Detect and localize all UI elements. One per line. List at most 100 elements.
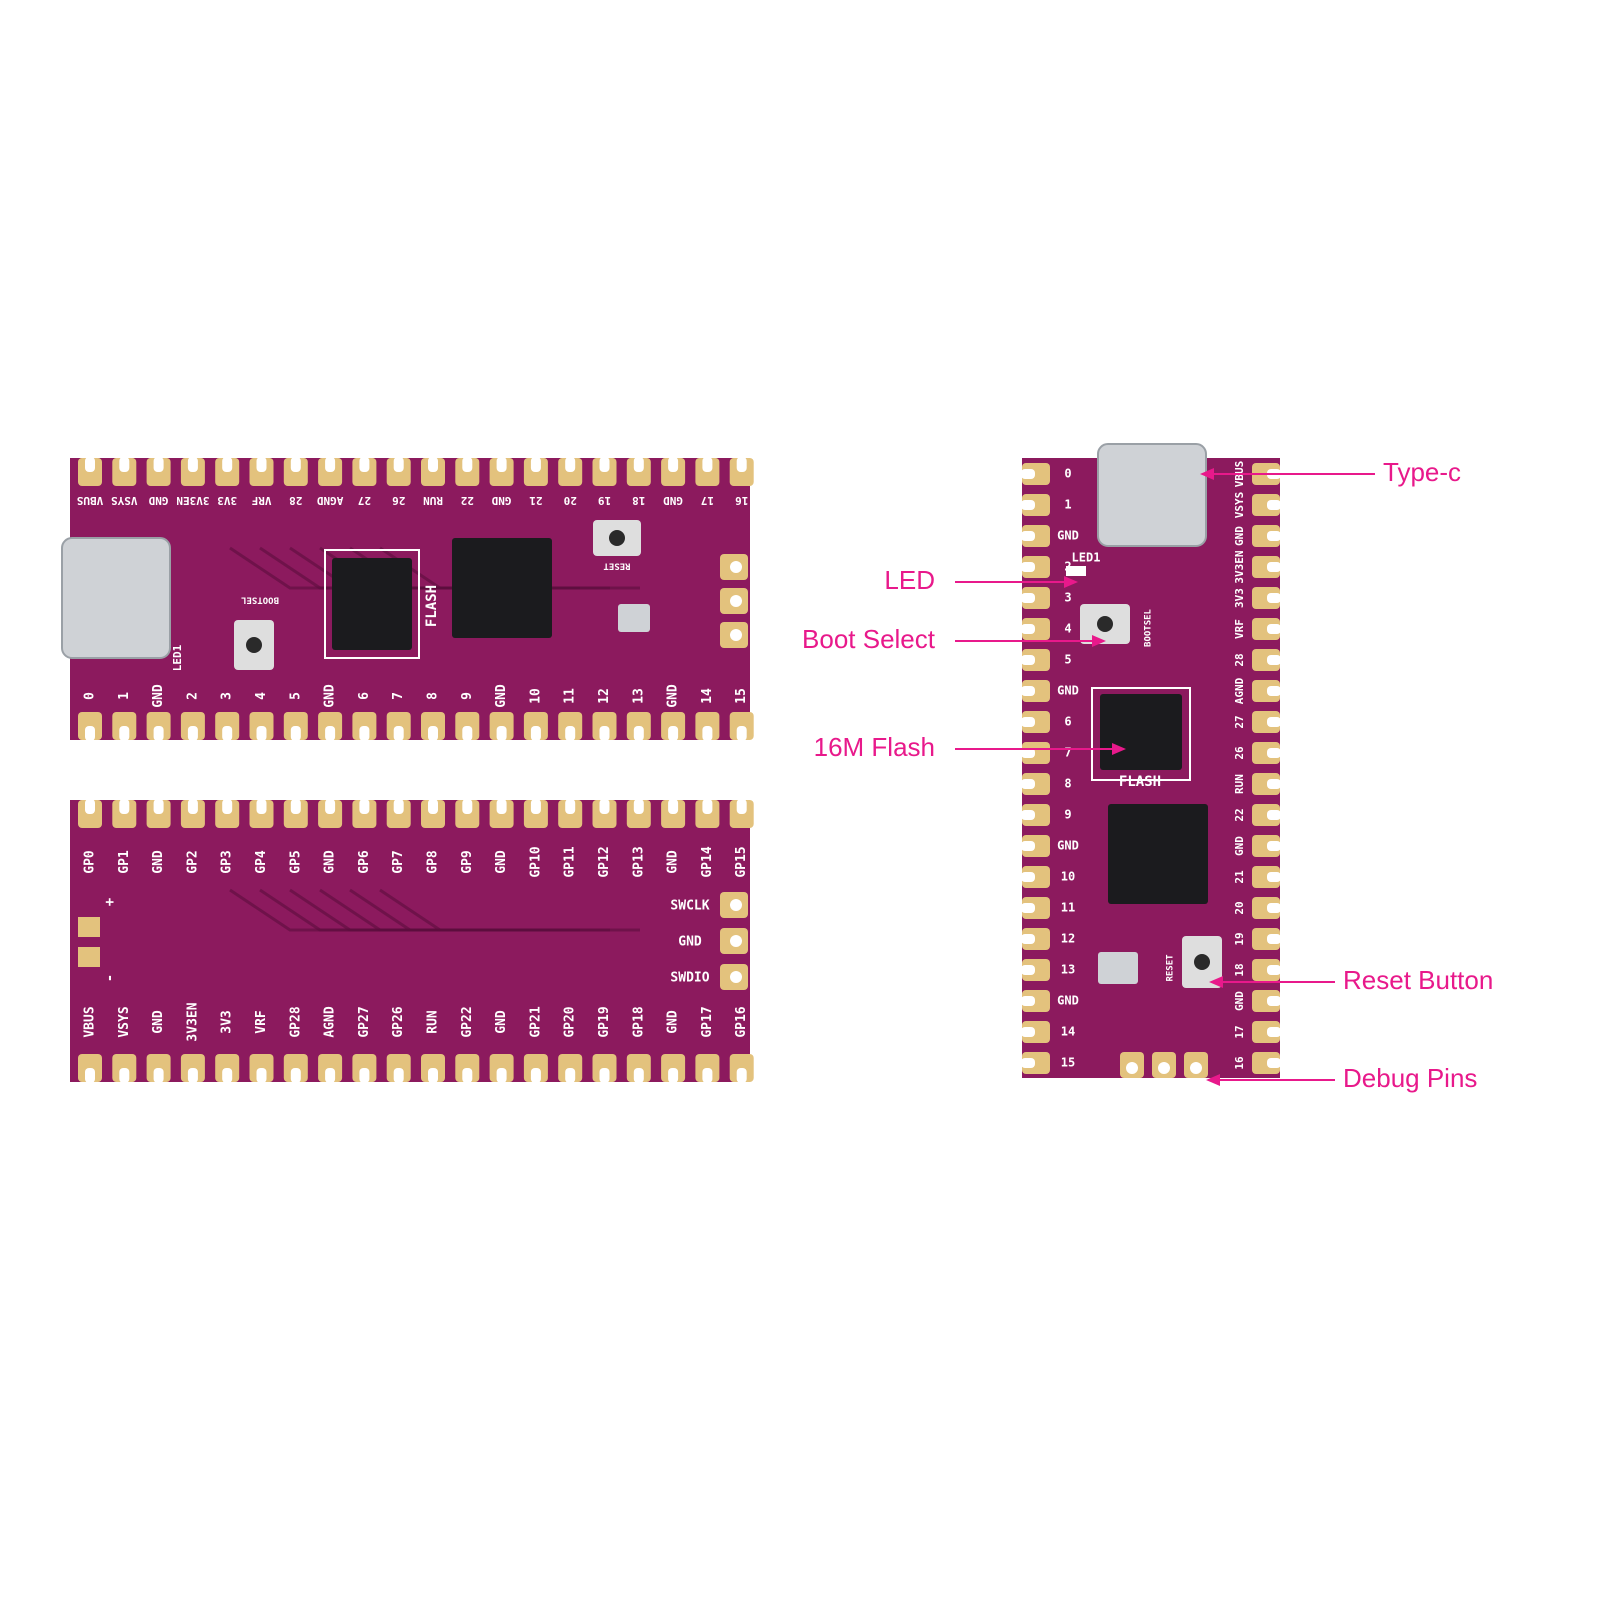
callout-label: 16M Flash bbox=[814, 732, 935, 762]
pin-label-top: 27 bbox=[358, 494, 371, 507]
top-hole bbox=[702, 457, 713, 472]
left-hole bbox=[1021, 996, 1035, 1006]
right-hole bbox=[1267, 500, 1281, 510]
pin-label-bottom: 10 bbox=[528, 688, 543, 704]
bottom-hole bbox=[496, 1068, 507, 1083]
pin-label-top: AGND bbox=[316, 494, 343, 507]
pin-label-left: 0 bbox=[1064, 467, 1071, 481]
top-hole bbox=[119, 457, 130, 472]
bottom-hole bbox=[565, 1068, 576, 1083]
pin-label-top: GP4 bbox=[254, 850, 269, 874]
left-pad bbox=[1022, 959, 1050, 981]
debug-pad-hole bbox=[730, 561, 742, 573]
pin-label-right: VSYS bbox=[1233, 492, 1246, 519]
bootsel-button-cap bbox=[246, 637, 262, 653]
left-pad bbox=[1022, 494, 1050, 516]
led-label: LED1 bbox=[171, 644, 184, 671]
pin-label-top: 3V3EN bbox=[176, 494, 209, 507]
debug-pad-hole bbox=[730, 935, 742, 947]
reset-label: RESET bbox=[603, 561, 631, 571]
right-pad bbox=[1252, 990, 1280, 1012]
pin-label-right: 20 bbox=[1233, 901, 1246, 914]
board-front-horizontal: VBUS0VSYS1GNDGND3V3EN23V33VRF4285AGNDGND… bbox=[61, 457, 754, 741]
bottom-hole bbox=[530, 1068, 541, 1083]
pin-label-right: AGND bbox=[1233, 677, 1246, 704]
top-hole bbox=[530, 457, 541, 472]
top-hole bbox=[736, 457, 747, 472]
left-hole bbox=[1021, 965, 1035, 975]
pin-label-bottom: GP17 bbox=[700, 1006, 715, 1037]
pin-label-bottom: GND bbox=[151, 684, 166, 708]
top-hole bbox=[462, 457, 473, 472]
callout-arrow bbox=[1064, 576, 1078, 588]
top-hole bbox=[325, 457, 336, 472]
battery-minus-label: - bbox=[102, 974, 118, 982]
bottom-hole bbox=[599, 1068, 610, 1083]
flash-chip bbox=[1100, 694, 1182, 770]
left-pad bbox=[1022, 866, 1050, 888]
pin-label-top: GP15 bbox=[734, 846, 749, 877]
pin-label-top: 26 bbox=[392, 494, 406, 507]
pin-label-bottom: GND bbox=[494, 1010, 509, 1034]
bottom-hole bbox=[462, 726, 473, 741]
mcu-chip-body bbox=[452, 538, 552, 638]
left-pad bbox=[1022, 990, 1050, 1012]
pin-label-bottom: 11 bbox=[563, 688, 578, 704]
pin-label-bottom: GND bbox=[666, 684, 681, 708]
bottom-hole bbox=[736, 1068, 747, 1083]
pin-label-bottom: GP28 bbox=[288, 1006, 303, 1037]
mcu-chip bbox=[452, 538, 552, 638]
pin-label-top: VRF bbox=[252, 494, 272, 507]
debug-pad-hole bbox=[730, 595, 742, 607]
pin-label-top: 28 bbox=[289, 494, 302, 507]
top-hole bbox=[530, 799, 541, 814]
bottom-hole bbox=[85, 1068, 95, 1083]
bottom-hole bbox=[736, 726, 747, 741]
right-hole bbox=[1267, 593, 1281, 603]
bottom-hole bbox=[599, 726, 610, 741]
pcb bbox=[70, 800, 750, 1082]
right-pad bbox=[1252, 742, 1280, 764]
pin-label-right: 19 bbox=[1233, 932, 1246, 945]
mcu-chip bbox=[1108, 804, 1208, 904]
top-hole bbox=[222, 799, 233, 814]
pin-label-left: 8 bbox=[1064, 777, 1071, 791]
left-hole bbox=[1021, 624, 1035, 634]
pin-label-bottom: VRF bbox=[254, 1010, 269, 1034]
pin-label-bottom: 6 bbox=[357, 692, 372, 700]
pin-label-bottom: VSYS bbox=[117, 1006, 132, 1037]
callout-arrow bbox=[1209, 976, 1223, 988]
left-pad bbox=[1022, 463, 1050, 485]
flash-outline bbox=[1091, 687, 1191, 781]
left-pad bbox=[1022, 1021, 1050, 1043]
pin-label-left: 9 bbox=[1064, 808, 1071, 822]
bottom-hole bbox=[359, 726, 370, 741]
pin-label-left: 1 bbox=[1064, 498, 1071, 512]
right-hole bbox=[1267, 1058, 1281, 1068]
reset-button-cap bbox=[1194, 954, 1210, 970]
bottom-hole bbox=[187, 726, 198, 741]
left-pad bbox=[1022, 835, 1050, 857]
pin-label-bottom: RUN bbox=[426, 1010, 441, 1034]
right-hole bbox=[1267, 934, 1281, 944]
flash-label: FLASH bbox=[1119, 774, 1161, 790]
right-pad bbox=[1252, 897, 1280, 919]
flash-outline bbox=[324, 549, 420, 659]
pin-label-right: 21 bbox=[1233, 870, 1246, 884]
pin-label-top: GND bbox=[323, 850, 338, 874]
bottom-hole bbox=[668, 1068, 679, 1083]
usb-c-connector bbox=[61, 537, 171, 659]
pin-label-left: 15 bbox=[1061, 1056, 1075, 1070]
top-hole bbox=[256, 457, 267, 472]
pin-label-left: 4 bbox=[1064, 622, 1071, 636]
crystal bbox=[618, 604, 650, 632]
pin-label-left: 11 bbox=[1061, 901, 1075, 915]
right-pad bbox=[1252, 959, 1280, 981]
battery-pad-minus bbox=[78, 947, 100, 967]
pin-label-bottom: GND bbox=[151, 1010, 166, 1034]
left-pad bbox=[1022, 928, 1050, 950]
right-pad bbox=[1252, 1052, 1280, 1074]
flash-chip-body bbox=[1100, 694, 1182, 770]
bottom-hole bbox=[633, 726, 644, 741]
